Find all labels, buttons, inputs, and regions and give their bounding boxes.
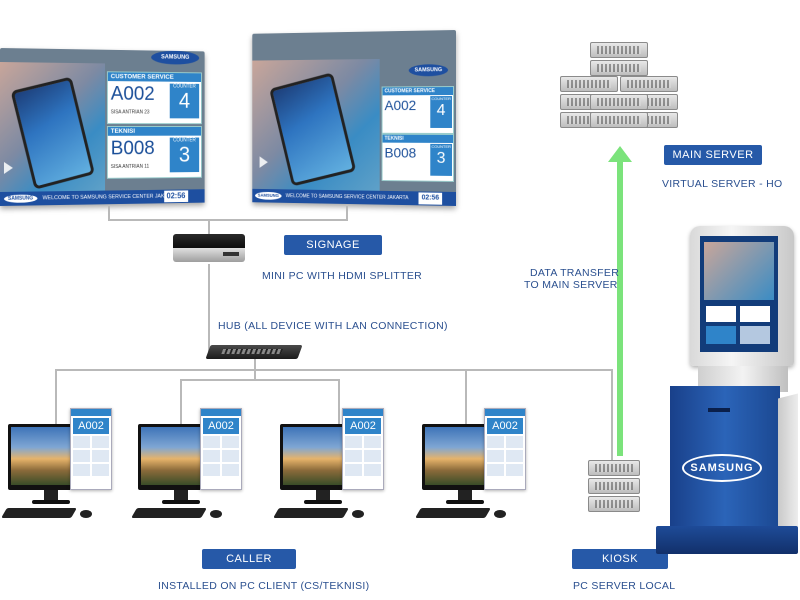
caller-app: A002: [70, 408, 112, 490]
data-transfer-arrowhead: [608, 146, 632, 162]
caller-mouse: [494, 510, 506, 518]
play-icon: [4, 162, 13, 174]
caller-workstation: A002: [280, 408, 412, 534]
kiosk-machine: SAMSUNG: [650, 226, 798, 598]
caller-app: A002: [200, 408, 242, 490]
hub-cable-bar-lower: [180, 379, 340, 381]
queue-panel-cs: CUSTOMER SERVICE A002 COUNTER 4: [382, 86, 454, 134]
ticker-text: WELCOME TO SAMSUNG SERVICE CENTER JAKART…: [42, 193, 177, 201]
caller-keyboard: [415, 508, 491, 518]
queue-number-teknisi: B008: [384, 145, 416, 161]
counter-box-teknisi: COUNTER 3: [170, 138, 199, 173]
caller-keyboard: [1, 508, 77, 518]
kiosk-cable: [611, 369, 613, 461]
signage-screen-right: SAMSUNG CUSTOMER SERVICE A002 COUNTER 4 …: [252, 30, 456, 206]
signage-video-area: [0, 62, 105, 192]
phone-image: [11, 77, 95, 190]
caller-keyboard: [131, 508, 207, 518]
counter-number-teknisi: 3: [430, 149, 452, 169]
signage-caption: MINI PC WITH HDMI SPLITTER: [262, 270, 422, 282]
kiosk-screen: [700, 236, 778, 352]
main-server-rack: [556, 42, 680, 134]
caller-mouse: [210, 510, 222, 518]
signage-cable-right: [346, 206, 348, 220]
local-server-unit: [588, 478, 640, 494]
signage-label: SIGNAGE: [284, 235, 382, 255]
caller-caption: INSTALLED ON PC CLIENT (CS/TEKNISI): [158, 580, 369, 592]
kiosk-brand-logo: SAMSUNG: [682, 454, 762, 482]
queue-panel-teknisi-title: TEKNISI: [383, 135, 453, 143]
signage-cable-down: [208, 219, 210, 235]
caller-label: CALLER: [202, 549, 296, 569]
queue-panel-teknisi: TEKNISI B008 COUNTER 3 SISA ANTRIAN 11: [107, 126, 202, 179]
caller-stand: [44, 490, 58, 500]
hub-caption: HUB (ALL DEVICE WITH LAN CONNECTION): [218, 320, 448, 332]
queue-panel-teknisi-title: TEKNISI: [108, 127, 201, 136]
caller-workstation: A002: [422, 408, 554, 534]
queue-number-cs: A002: [384, 97, 416, 113]
main-server-label: MAIN SERVER: [664, 145, 762, 165]
ticker-clock: 02:56: [164, 190, 188, 202]
ticker-logo: SAMSUNG: [255, 192, 282, 200]
signage-video-area: [252, 59, 379, 191]
caller-mouse: [80, 510, 92, 518]
queue-panel-teknisi: TEKNISI B008 COUNTER 3: [382, 134, 454, 182]
ticker-logo: SAMSUNG: [4, 194, 37, 202]
caller-stand-base: [446, 500, 484, 504]
caller-mouse: [352, 510, 364, 518]
signage-cable-left: [108, 206, 110, 220]
caller-queue-number: A002: [73, 418, 109, 434]
data-transfer-caption-2: TO MAIN SERVER: [524, 279, 618, 291]
counter-box-teknisi: COUNTER 3: [430, 144, 452, 176]
local-server-unit: [588, 496, 640, 512]
caller-queue-number: A002: [487, 418, 523, 434]
queue-panel-cs-title: CUSTOMER SERVICE: [108, 72, 201, 82]
play-icon: [260, 156, 268, 168]
ticker-clock: 02:56: [419, 192, 443, 204]
caller-stand-base: [162, 500, 200, 504]
caller-queue-number: A002: [203, 418, 239, 434]
counter-number-cs: 4: [430, 101, 452, 121]
signage-cable-bar: [108, 219, 348, 221]
queue-number-cs: A002: [111, 83, 155, 106]
samsung-logo-top: SAMSUNG: [151, 51, 199, 65]
counter-box-cs: COUNTER 4: [430, 96, 452, 128]
hub-cable-bar-upper: [55, 369, 613, 371]
caller-stand: [174, 490, 188, 500]
caller-stand-base: [304, 500, 342, 504]
queue-panel-cs-title: CUSTOMER SERVICE: [383, 87, 453, 95]
data-transfer-caption-1: DATA TRANSFER: [530, 267, 619, 279]
caller-app: A002: [342, 408, 384, 490]
caller-stand: [316, 490, 330, 500]
counter-box-cs: COUNTER 4: [170, 84, 199, 119]
caller-workstation: A002: [8, 408, 140, 534]
ticker-text: WELCOME TO SAMSUNG SERVICE CENTER JAKART…: [286, 193, 409, 201]
signage-screen-left: SAMSUNG CUSTOMER SERVICE A002 COUNTER 4 …: [0, 48, 205, 206]
hub-drop: [254, 359, 256, 381]
queue-panel-cs: CUSTOMER SERVICE A002 COUNTER 4 SISA ANT…: [107, 71, 202, 124]
local-server-unit: [588, 460, 640, 476]
caller-stand-base: [32, 500, 70, 504]
minipc-hub-cable: [208, 264, 210, 354]
data-transfer-arrow: [617, 160, 623, 456]
mini-pc: [173, 234, 245, 264]
ticker-bar: SAMSUNG WELCOME TO SAMSUNG SERVICE CENTE…: [0, 189, 205, 206]
main-server-caption: VIRTUAL SERVER - HO: [662, 178, 782, 190]
queue-remaining-cs: SISA ANTRIAN 23: [111, 109, 150, 115]
caller-queue-number: A002: [345, 418, 381, 434]
queue-remaining-teknisi: SISA ANTRIAN 11: [111, 164, 149, 170]
caller-app: A002: [484, 408, 526, 490]
network-hub: [205, 345, 302, 359]
caller-keyboard: [273, 508, 349, 518]
phone-image: [269, 72, 356, 186]
counter-number-cs: 4: [170, 89, 199, 112]
counter-number-teknisi: 3: [170, 143, 199, 166]
ticker-bar: SAMSUNG WELCOME TO SAMSUNG SERVICE CENTE…: [252, 189, 456, 206]
queue-number-teknisi: B008: [111, 138, 155, 161]
caller-workstation: A002: [138, 408, 270, 534]
samsung-logo-top: SAMSUNG: [409, 64, 448, 76]
caller-stand: [458, 490, 472, 500]
